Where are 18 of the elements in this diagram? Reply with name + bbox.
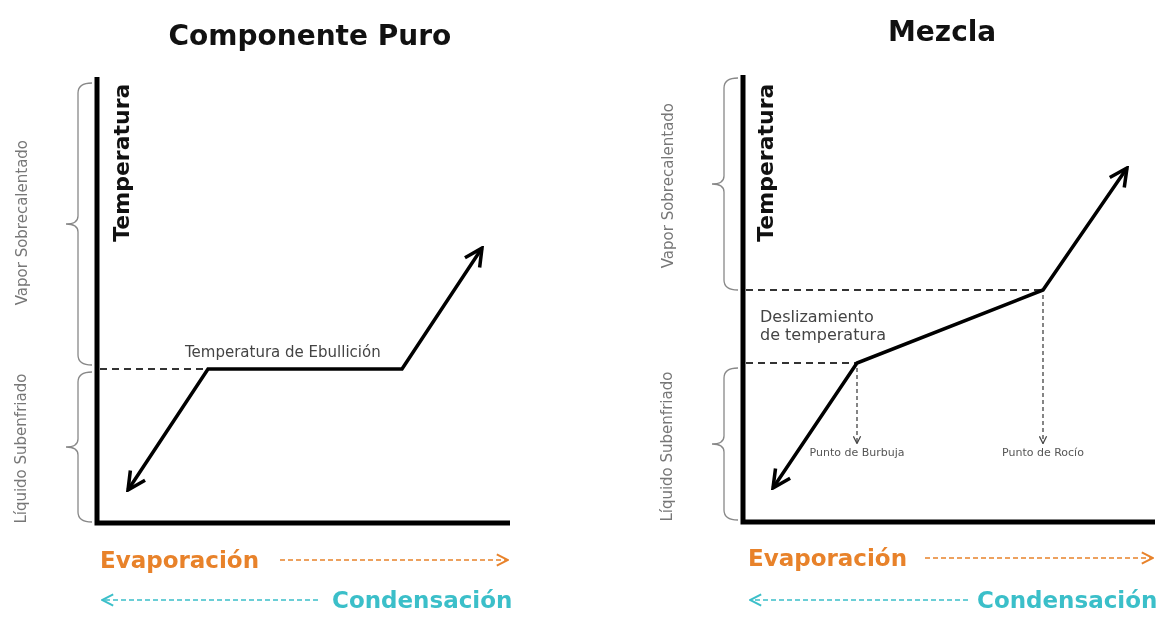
region-label: Líquido Subenfriado (13, 373, 31, 524)
region-label: Vapor Sobrecalentado (13, 139, 31, 305)
leader-arrow (1038, 294, 1048, 445)
panel-title: Mezcla (888, 16, 997, 49)
point-label: Punto de Burbuja (807, 444, 907, 460)
process-label: Condensación (977, 587, 1158, 614)
process-label: Condensación (332, 587, 513, 614)
process-label: Evaporación (100, 547, 260, 574)
curve-label: Temperatura de Ebullición (185, 343, 381, 361)
axis-label: Temperatura (109, 83, 135, 242)
curve-label: Deslizamiento de temperatura (760, 307, 887, 345)
point-label: Punto de Rocío (1000, 444, 1086, 460)
process-label: Evaporación (748, 545, 908, 572)
leader-arrow (852, 367, 862, 445)
axis-label: Temperatura (753, 83, 779, 242)
region-label: Líquido Subenfriado (659, 371, 677, 522)
panel-title: Componente Puro (168, 20, 452, 53)
region-label: Vapor Sobrecalentado (659, 102, 677, 268)
